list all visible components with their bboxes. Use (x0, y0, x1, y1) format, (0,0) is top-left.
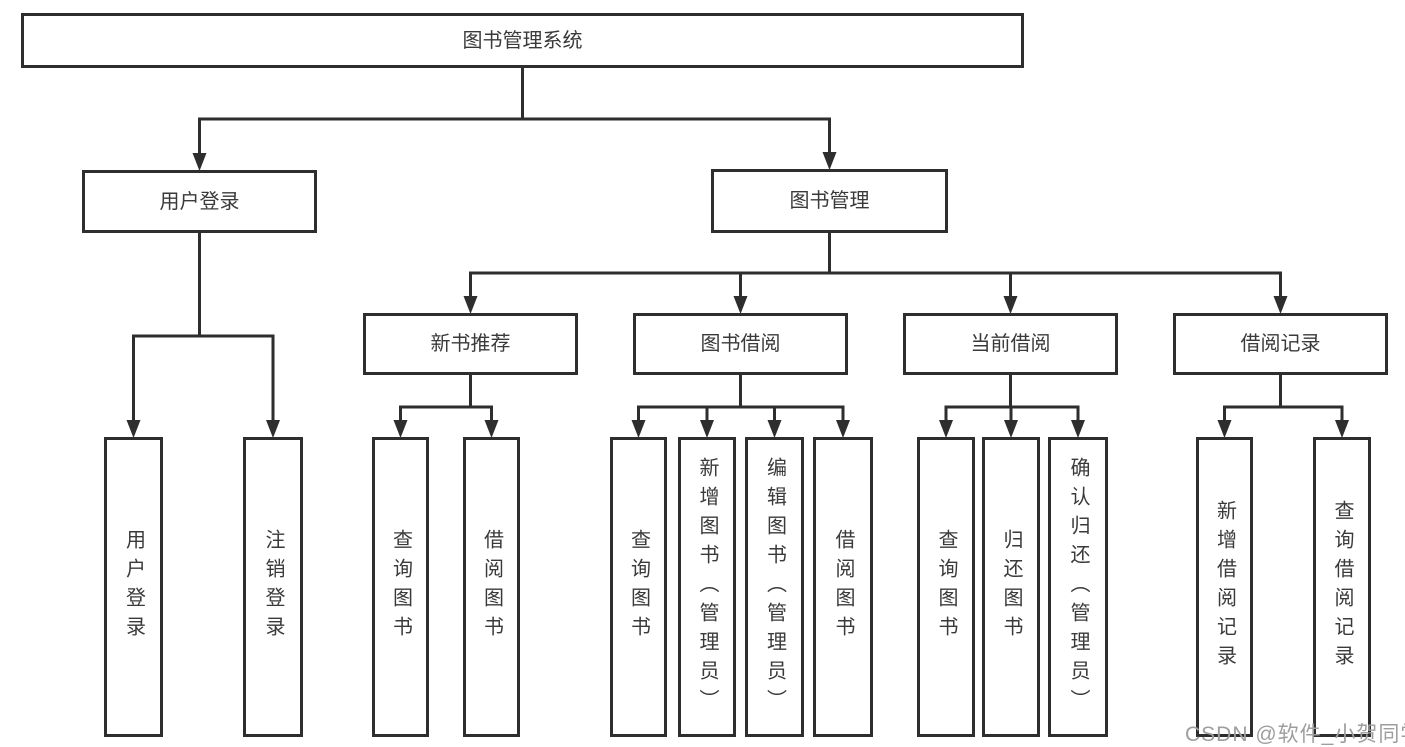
node-label-rec: 新书推荐 (430, 333, 511, 355)
node-label-login: 用户登录 (159, 190, 240, 213)
arrow-head-icon (192, 153, 207, 171)
node-return-book: 归还图书 (982, 437, 1040, 737)
node-label-query-book-rec: 查询图书 (389, 529, 412, 645)
node-label-user-login: 用户登录 (122, 529, 145, 645)
node-root: 图书管理系统 (21, 13, 1024, 68)
node-label-add-record: 新增借阅记录 (1213, 500, 1236, 674)
node-login: 用户登录 (82, 170, 317, 233)
node-current: 当前借阅 (903, 313, 1118, 375)
arrow-head-icon (1003, 296, 1018, 314)
node-add-book: 新增图书（管理员） (678, 437, 736, 737)
arrow-head-icon (822, 152, 837, 170)
node-borrow: 图书借阅 (633, 313, 848, 375)
node-rec: 新书推荐 (363, 313, 578, 375)
node-add-record: 新增借阅记录 (1196, 437, 1253, 737)
node-label-logout: 注销登录 (262, 529, 284, 645)
node-label-borrow-book-rec: 借阅图书 (480, 529, 503, 645)
node-query-book-borrow: 查询图书 (610, 437, 667, 737)
node-label-current: 当前借阅 (970, 333, 1051, 355)
arrow-head-icon (700, 420, 714, 438)
arrow-head-icon (1217, 420, 1232, 438)
arrow-head-icon (393, 420, 408, 438)
node-borrow-book-borrow: 借阅图书 (813, 437, 873, 737)
node-query-book-rec: 查询图书 (372, 437, 429, 737)
node-logout: 注销登录 (243, 437, 303, 737)
node-query-record: 查询借阅记录 (1313, 437, 1371, 737)
arrow-head-icon (1004, 420, 1018, 438)
node-label-query-book-borrow: 查询图书 (627, 529, 650, 645)
node-label-add-book: 新增图书（管理员） (696, 456, 718, 718)
node-label-records: 借阅记录 (1240, 333, 1321, 355)
node-label-edit-book: 编辑图书（管理员） (763, 456, 786, 718)
node-label-return-book: 归还图书 (1000, 529, 1022, 645)
arrow-head-icon (1071, 420, 1085, 438)
watermark: CSDN @软件_小贺同学 (1185, 723, 1405, 746)
node-label-borrow: 图书借阅 (700, 333, 781, 355)
arrow-head-icon (836, 420, 850, 438)
arrow-head-icon (126, 420, 141, 438)
node-mgmt: 图书管理 (711, 169, 948, 233)
node-confirm-return: 确认归还（管理员） (1048, 437, 1108, 737)
node-borrow-book-rec: 借阅图书 (463, 437, 520, 737)
arrow-head-icon (939, 420, 953, 438)
arrow-head-icon (484, 420, 499, 438)
node-label-query-record: 查询借阅记录 (1331, 500, 1353, 674)
node-user-login: 用户登录 (104, 437, 163, 737)
arrow-head-icon (266, 420, 280, 438)
node-records: 借阅记录 (1173, 313, 1388, 375)
node-label-mgmt: 图书管理 (789, 190, 870, 212)
arrow-head-icon (631, 420, 646, 438)
arrow-head-icon (767, 420, 782, 438)
node-query-book-current: 查询图书 (917, 437, 975, 737)
arrow-head-icon (1273, 296, 1288, 314)
arrow-head-icon (1335, 420, 1349, 438)
arrow-head-icon (733, 296, 748, 314)
node-label-borrow-book-borrow: 借阅图书 (832, 529, 854, 645)
node-label-root: 图书管理系统 (462, 29, 583, 52)
node-edit-book: 编辑图书（管理员） (745, 437, 804, 737)
node-label-query-book-current: 查询图书 (935, 529, 957, 645)
node-label-confirm-return: 确认归还（管理员） (1067, 456, 1089, 718)
arrow-head-icon (463, 296, 478, 314)
